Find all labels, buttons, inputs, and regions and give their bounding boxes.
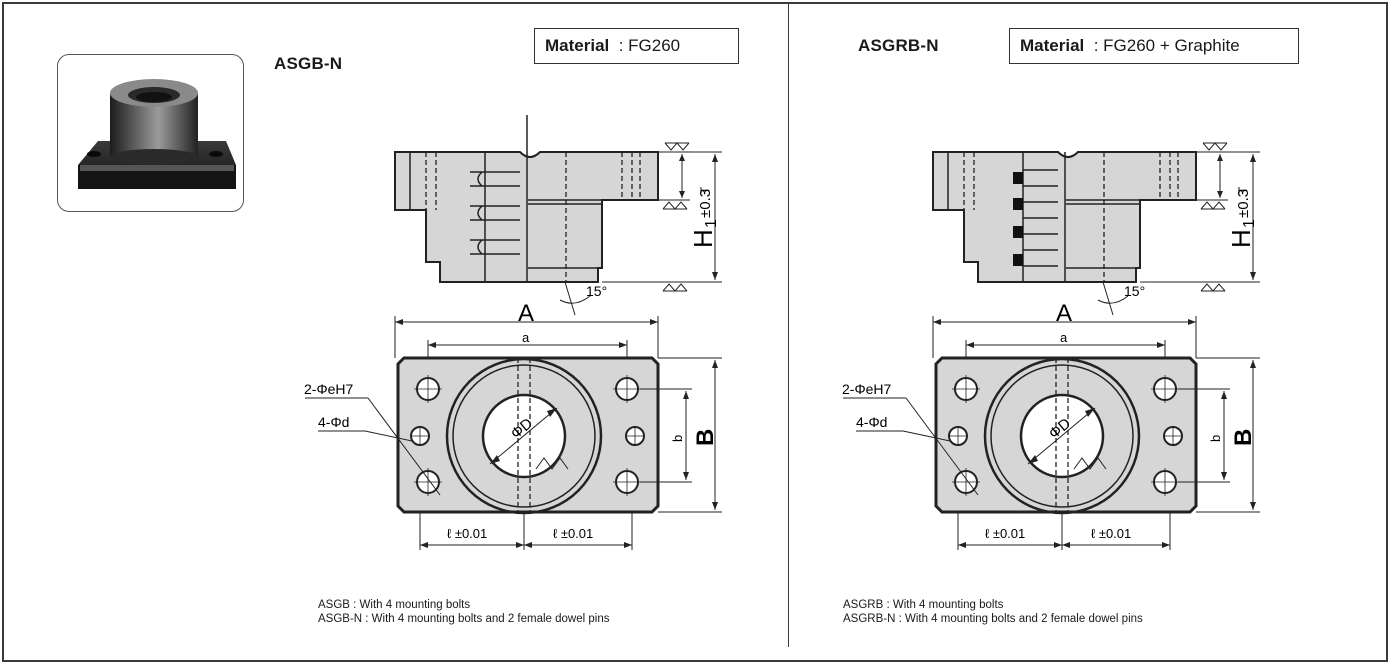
material-box-left: Material : FG260 [534,28,739,64]
label-bolt-right: 4-Φd [856,414,887,430]
material-key-left: Material [545,36,610,55]
drawing-right: T H 1 ±0.3 15° A a [842,142,1260,550]
label-view-A-right: A [1056,300,1072,327]
material-key-right: Material [1020,36,1085,55]
label-H1-left: H [688,229,718,248]
label-H1-sub-right: 1 [1241,219,1258,228]
material-value-left: : FG260 [618,36,681,55]
label-H1-tol-left: ±0.3 [697,189,714,218]
material-box-right: Material : FG260 + Graphite [1009,28,1299,64]
label-a-left: a [522,330,530,345]
label-dowel-right: 2-ΦeH7 [842,381,892,397]
label-pitch-right-2: ℓ ±0.01 [1091,526,1131,541]
label-view-A-left: A [518,300,534,327]
label-pitch-left-2: ℓ ±0.01 [553,526,593,541]
material-value-right: : FG260 + Graphite [1093,36,1240,55]
label-bolt-left: 4-Φd [318,414,349,430]
label-angle-left: 15° [586,283,607,299]
note-left-1: ASGB : With 4 mounting bolts [318,599,471,611]
model-name-right: ASGRB-N [858,36,939,55]
panel-divider [788,2,789,647]
notes-right: ASGRB : With 4 mounting bolts ASGRB-N : … [843,598,1143,626]
label-H1-sub-left: 1 [703,219,720,228]
label-T-left: T [698,186,712,194]
label-angle-right: 15° [1124,283,1145,299]
label-b-right: b [1208,435,1223,442]
label-a-right: a [1060,330,1068,345]
note-right-1: ASGRB : With 4 mounting bolts [843,599,1004,611]
label-T-right: T [1236,186,1250,194]
note-right-2: ASGRB-N : With 4 mounting bolts and 2 fe… [843,613,1143,625]
label-H1-right: H [1226,229,1256,248]
label-pitch-left-1: ℓ ±0.01 [447,526,487,541]
label-pitch-right-1: ℓ ±0.01 [985,526,1025,541]
label-dowel-left: 2-ΦeH7 [304,381,354,397]
notes-left: ASGB : With 4 mounting bolts ASGB-N : Wi… [318,598,609,626]
model-name-left: ASGB-N [274,54,343,73]
label-B-right: B [1230,429,1257,446]
note-left-2: ASGB-N : With 4 mounting bolts and 2 fem… [318,613,610,625]
drawing-left: T H 1 ±0.3 15° A a [304,115,722,550]
label-H1-tol-right: ±0.3 [1235,189,1252,218]
label-B-left: B [692,429,719,446]
product-photo [57,54,244,212]
label-b-left: b [670,435,685,442]
